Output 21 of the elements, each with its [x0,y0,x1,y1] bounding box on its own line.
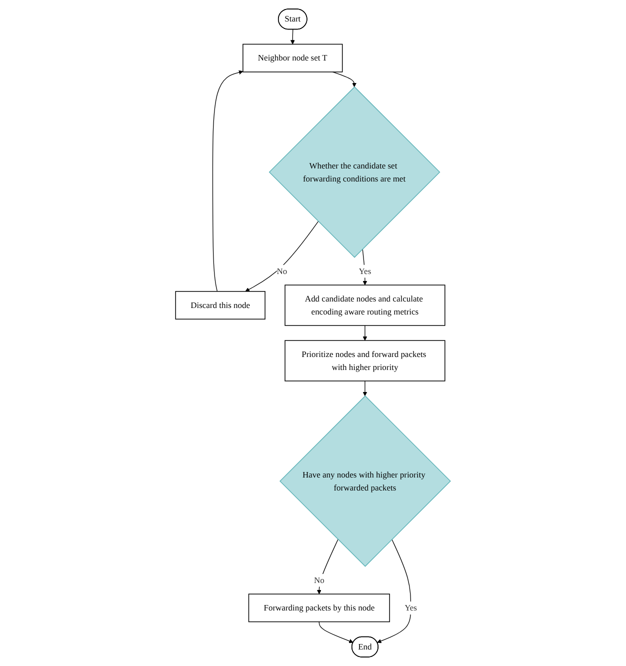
node-diamond: Have any nodes with higher priority forwarded packets [279,395,451,567]
node-box: Neighbor node set T [242,44,343,72]
node-box: Discard this node [175,291,266,320]
arrow [212,70,244,292]
arrow [318,621,354,644]
node-box: Prioritize nodes and forward packets with higher priority [284,340,446,382]
arrow [290,29,295,44]
edge-label: Yes [404,603,417,613]
edge-label: No [314,575,324,585]
arrow [377,539,412,644]
arrow [362,325,368,341]
arrow [362,248,368,286]
node-diamond: Whether the candidate set forwarding conditions are met [268,86,440,258]
edge-label: No [276,266,288,276]
arrow [316,539,338,594]
arrow [332,72,356,88]
arrow [245,221,319,292]
node-box: Add candidate nodes and calculate encoding aware routing metrics [284,284,446,326]
arrow [362,380,368,396]
edge-label: Yes [358,266,372,276]
node-box: Forwarding packets by this node [248,594,390,622]
